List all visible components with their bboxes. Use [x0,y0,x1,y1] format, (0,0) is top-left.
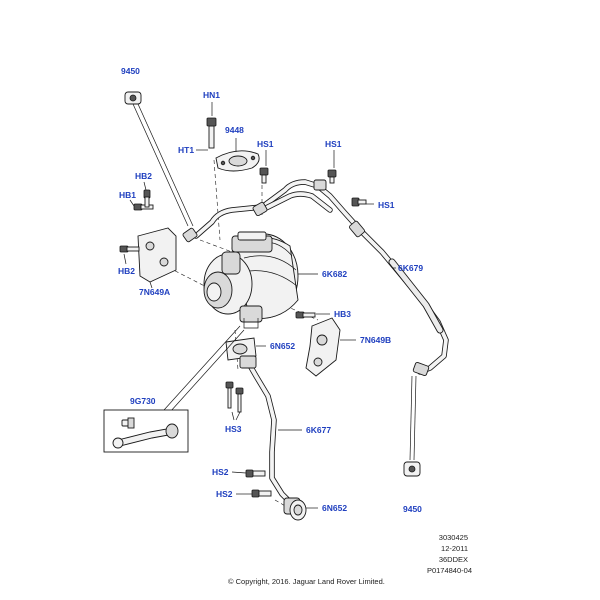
label-6k682: 6K682 [322,269,347,279]
bolt-hs2-a [245,469,266,478]
inset-9g730 [103,325,245,453]
reference-block: 3030425 12-2011 36DDEX P0174840-04 © Cop… [228,533,472,586]
label-9448: 9448 [225,125,244,135]
clip-9450-top [124,91,142,105]
label-hb1: HB1 [119,190,136,200]
bolt-hs2-b [251,489,272,498]
turbocharger-6k682 [203,231,299,329]
label-hs2-a: HS2 [212,467,229,477]
bolt-hs1-c [351,197,367,207]
ref-line2: 12-2011 [441,544,468,553]
label-hb2-top: HB2 [135,171,152,181]
label-7n649a: 7N649A [139,287,170,297]
bolt-hb3 [295,311,316,319]
bolt-hb1 [133,203,154,211]
ref-line3: 36DDEX [439,555,468,564]
bracket-7n649a [119,189,177,283]
label-6n652-b: 6N652 [322,503,347,513]
label-ht1: HT1 [178,145,194,155]
copyright: © Copyright, 2016. Jaguar Land Rover Lim… [228,577,385,586]
label-hs1-c: HS1 [378,200,395,210]
label-6n652-a: 6N652 [270,341,295,351]
gasket-9448 [215,150,260,172]
label-hs1-a: HS1 [257,139,274,149]
label-hb2-bottom: HB2 [118,266,135,276]
label-6k679: 6K679 [398,263,423,273]
bolt-hb2-bottom [119,245,140,253]
label-hn1: HN1 [203,90,220,100]
label-hs1-b: HS1 [325,139,342,149]
leader-9450-top [132,103,194,227]
label-7n649b: 7N649B [360,335,391,345]
ref-line1: 3030425 [439,533,468,542]
label-hb3: HB3 [334,309,351,319]
bolt-hs1-b [327,169,337,184]
part-labels: 9450 HN1 9448 HT1 HS1 HS1 HS1 HB2 HB1 HB… [118,66,423,514]
oil-return-pipe-6k677 [239,355,301,515]
clip-9450-bottom [403,375,421,477]
bolt-hs1-a [259,167,269,184]
gasket-6n652-bottom [289,499,307,521]
label-6k677: 6K677 [306,425,331,435]
bracket-7n649b [295,311,341,377]
label-9450-top: 9450 [121,66,140,76]
oil-feed-pipe-6k679 [182,179,449,376]
bolt-hb2-top [143,189,151,208]
label-9450-bottom: 9450 [403,504,422,514]
bolts-hs3 [225,381,244,421]
label-leaders [123,102,396,509]
label-9g730: 9G730 [130,396,156,406]
stud-ht1 [206,117,217,149]
label-hs2-b: HS2 [216,489,233,499]
gasket-6n652-top [225,337,257,361]
label-hs3: HS3 [225,424,242,434]
ref-line4: P0174840-04 [427,566,472,575]
